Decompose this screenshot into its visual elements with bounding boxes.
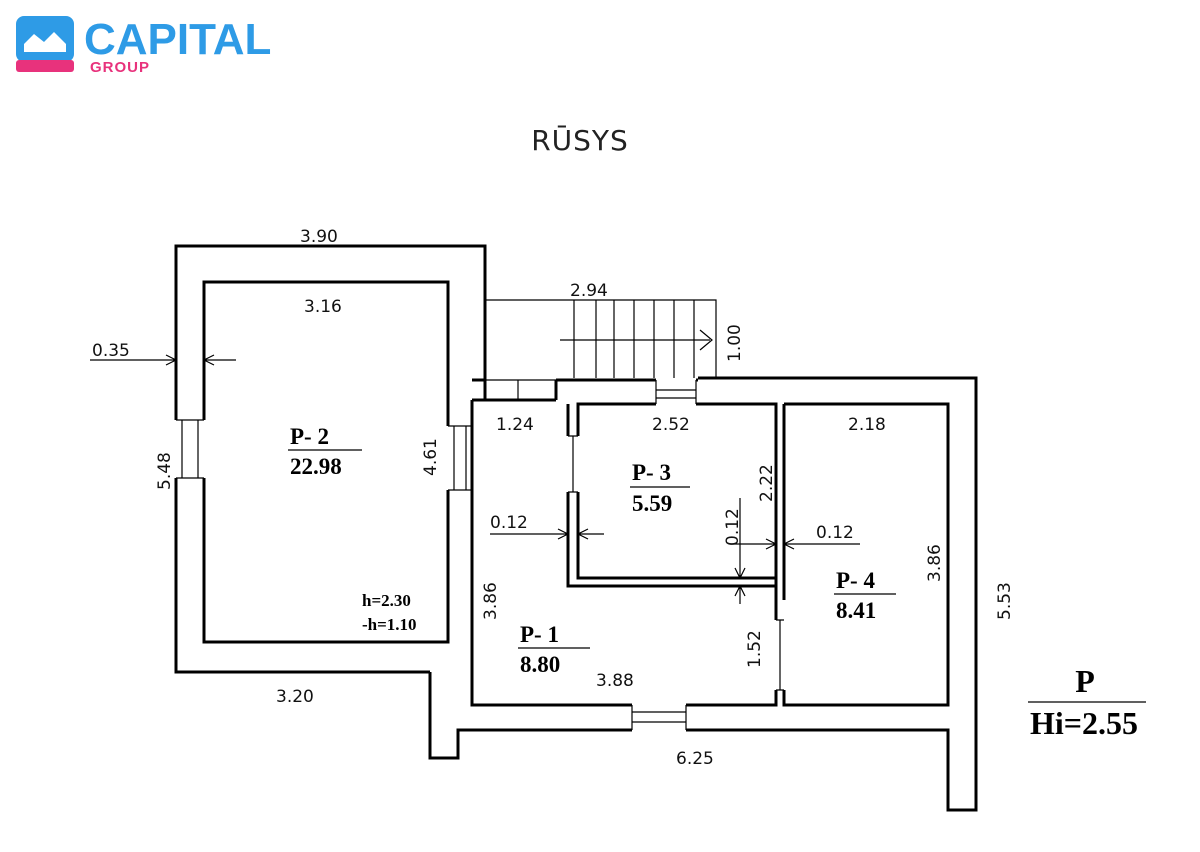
logo-sub: GROUP [90,59,150,76]
dim-1-24: 1.24 [496,415,534,435]
dim-3-90: 3.90 [300,227,338,247]
dim-2-18: 2.18 [848,415,886,435]
logo-name: CAPITAL [84,15,271,64]
room-p3: P- 3 5.59 [630,460,690,516]
dim-6-25: 6.25 [676,749,714,769]
bottom-door [631,705,687,730]
dim-3-86-a: 3.86 [481,582,501,620]
dim-3-16: 3.16 [304,297,342,317]
dim-1-52: 1.52 [745,630,765,668]
logo-roof-icon [24,32,66,52]
room-label: P- 2 [290,424,329,449]
room-area: 8.41 [836,598,876,623]
dim-2-22: 2.22 [757,464,777,502]
legend: P Hi=2.55 [1028,663,1146,741]
dim-2-94: 2.94 [570,281,608,301]
dim-4-61: 4.61 [421,438,441,476]
dim-0-12-b: 0.12 [723,508,743,546]
logo-base-icon [16,60,74,72]
p2-window [176,419,204,479]
logo-house-icon [16,16,74,62]
legend-letter: P [1075,663,1095,699]
dim-arrow-012b [734,498,746,604]
dim-3-88: 3.88 [596,671,634,691]
room-area: 22.98 [290,454,342,479]
plan-title: RŪSYS [531,123,629,157]
room-label: P- 4 [836,568,875,593]
corridor-opening [485,379,556,400]
outer-wall-bottom [428,376,978,812]
inner-wall-p2 [202,280,450,644]
p2-door [448,425,472,491]
dim-1-00: 1.00 [725,324,745,362]
corridor-top-wall [472,378,656,402]
dim-2-52: 2.52 [652,415,690,435]
room-p4: P- 4 8.41 [834,568,896,623]
dim-0-35: 0.35 [92,341,130,361]
room-label: P- 3 [632,460,671,485]
wall-p4 [782,402,950,707]
stairs [485,299,717,378]
p3-door [568,435,578,493]
legend-hi: Hi=2.55 [1030,705,1138,741]
p1-p4-door [776,619,784,691]
outer-wall-p2 [174,244,487,674]
dim-5-48: 5.48 [155,452,175,490]
room-p2: P- 2 22.98 [288,424,362,479]
dim-arrow-012a [490,528,604,540]
dim-5-53: 5.53 [995,582,1015,620]
height-note: h=2.30 [362,591,411,610]
room-label: P- 1 [520,622,559,647]
dim-3-86-b: 3.86 [925,544,945,582]
dim-0-12-c: 0.12 [816,523,854,543]
capital-group-logo: CAPITAL GROUP [16,15,271,76]
room-area: 5.59 [632,491,672,516]
p3-top-door [655,380,697,404]
dim-arrow-035 [90,354,236,366]
room-area: 8.80 [520,652,560,677]
room-p1: P- 1 8.80 [518,622,590,677]
depth-note: -h=1.10 [362,615,417,634]
wall-p1 [470,400,778,707]
dim-3-20: 3.20 [276,687,314,707]
dim-arrow-012c [730,538,860,550]
dim-0-12-a: 0.12 [490,513,528,533]
